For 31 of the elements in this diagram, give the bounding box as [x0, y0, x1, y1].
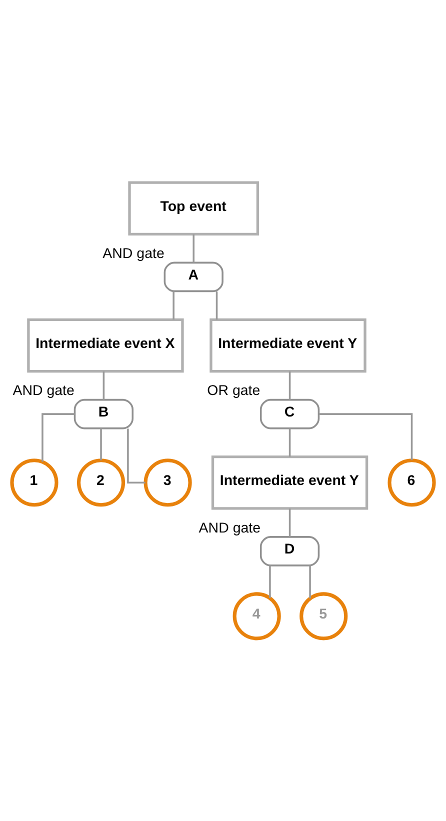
connector — [216, 291, 218, 320]
connector — [319, 413, 413, 460]
connector — [127, 428, 146, 484]
connector — [172, 291, 174, 320]
node-box: D — [260, 536, 320, 566]
node-circle: 1 — [10, 458, 58, 507]
connector — [309, 566, 311, 598]
connector — [288, 508, 291, 537]
node-circle: 2 — [76, 458, 126, 507]
node-label: AND gate — [12, 383, 74, 400]
node-box: C — [260, 398, 320, 430]
connector — [42, 413, 75, 462]
node-box: Intermediate event X — [27, 318, 184, 373]
node-label: AND gate — [102, 246, 164, 262]
node-label: OR gate — [207, 383, 260, 400]
connector — [269, 566, 271, 598]
node-circle: 6 — [388, 458, 436, 507]
node-box: Intermediate event Y — [210, 318, 366, 373]
node-box: Intermediate event Y — [211, 455, 368, 510]
node-box: A — [164, 262, 224, 292]
connector — [100, 428, 102, 460]
connector — [288, 428, 291, 457]
connector — [192, 234, 194, 263]
node-label: AND gate — [198, 520, 261, 536]
connector — [102, 371, 105, 400]
node-circle: 3 — [144, 458, 192, 507]
node-box: B — [74, 398, 134, 430]
node-circle: 5 — [300, 592, 348, 640]
node-box: Top event — [128, 181, 260, 236]
connector — [288, 371, 291, 400]
node-circle: 4 — [232, 592, 281, 640]
